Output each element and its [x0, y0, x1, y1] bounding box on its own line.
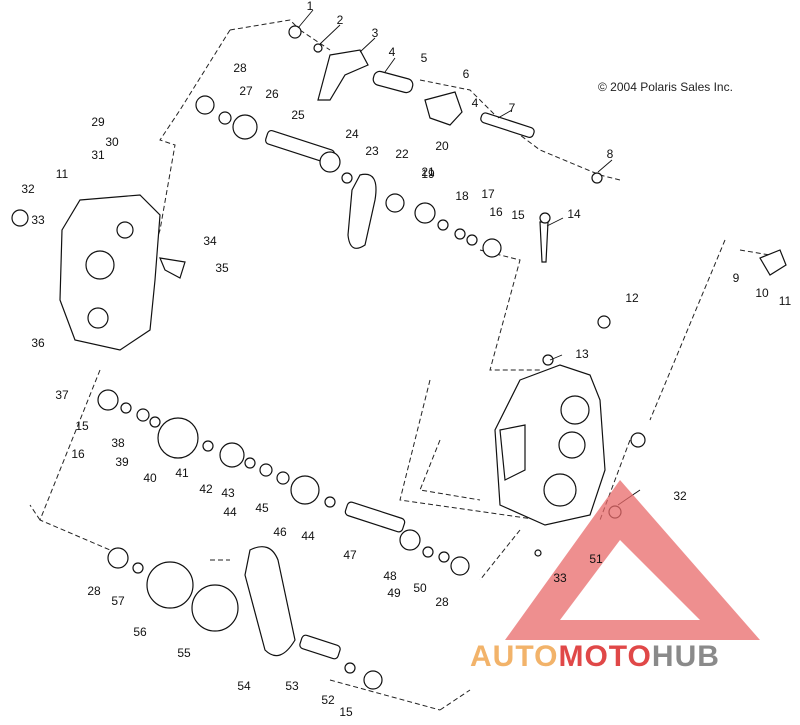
callout-16: 16: [489, 205, 503, 219]
callout-52: 52: [321, 693, 335, 707]
assembly-outline-bottom: [329, 679, 471, 711]
callout-55: 55: [177, 646, 191, 660]
callout-40: 40: [143, 471, 157, 485]
callout-43: 43: [221, 486, 235, 500]
callout-29: 29: [91, 115, 105, 129]
watermark-text-auto: AUTO: [470, 640, 559, 673]
callout-57: 57: [111, 594, 125, 608]
assembly-outline-upper: [149, 19, 621, 371]
callout-7: 7: [509, 101, 516, 115]
callout-45: 45: [255, 501, 269, 515]
callout-5: 5: [421, 51, 428, 65]
watermark-logo: [505, 480, 760, 640]
upper-shaft-assembly: [11, 25, 787, 366]
callout-33: 33: [31, 213, 45, 227]
callout-8: 8: [607, 147, 614, 161]
callout-33: 33: [553, 571, 567, 585]
callout-21: 21: [421, 165, 435, 179]
callout-15: 15: [339, 705, 353, 719]
callout-49: 49: [387, 586, 401, 600]
lower-shaft-assembly: [97, 389, 646, 690]
watermark-text-hub: HUB: [651, 640, 720, 673]
callout-47: 47: [343, 548, 357, 562]
callout-54: 54: [237, 679, 251, 693]
assembly-outline-lower: [29, 239, 771, 581]
callout-18: 18: [455, 189, 469, 203]
callout-41: 41: [175, 466, 189, 480]
callout-28: 28: [435, 595, 449, 609]
callout-4: 4: [472, 96, 479, 110]
callout-11: 11: [779, 294, 792, 308]
callout-26: 26: [265, 87, 279, 101]
callout-20: 20: [435, 139, 449, 153]
callout-13: 13: [575, 347, 589, 361]
copyright-notice: © 2004 Polaris Sales Inc.: [598, 80, 733, 94]
callout-44: 44: [301, 529, 315, 543]
callout-4: 4: [389, 45, 396, 59]
callout-28: 28: [87, 584, 101, 598]
callout-34: 34: [203, 234, 217, 248]
callout-11: 11: [56, 167, 69, 181]
callout-32: 32: [21, 182, 35, 196]
watermark-text: AUTOMOTOHUB: [470, 640, 720, 674]
callout-12: 12: [625, 291, 639, 305]
callout-32: 32: [673, 489, 687, 503]
callout-27: 27: [239, 84, 253, 98]
callout-15: 15: [75, 419, 89, 433]
callout-22: 22: [395, 147, 409, 161]
callout-35: 35: [215, 261, 229, 275]
callout-1: 1: [307, 0, 314, 13]
left-case-housing: [59, 194, 186, 351]
callout-37: 37: [55, 388, 69, 402]
callout-23: 23: [365, 144, 379, 158]
callout-53: 53: [285, 679, 299, 693]
callout-48: 48: [383, 569, 397, 583]
right-case-housing: [494, 364, 606, 526]
callout-31: 31: [91, 148, 105, 162]
callout-30: 30: [105, 135, 119, 149]
watermark-text-moto: MOTO: [558, 640, 652, 673]
callout-14: 14: [567, 207, 581, 221]
callout-42: 42: [199, 482, 213, 496]
callout-24: 24: [345, 127, 359, 141]
callout-19: 19: [421, 167, 435, 181]
callout-28: 28: [233, 61, 247, 75]
callout-39: 39: [115, 455, 129, 469]
callout-25: 25: [291, 108, 305, 122]
callout-3: 3: [372, 26, 379, 40]
callout-2: 2: [337, 13, 344, 27]
callout-15: 15: [511, 208, 525, 222]
callout-56: 56: [133, 625, 147, 639]
callout-9: 9: [733, 271, 740, 285]
callout-16: 16: [71, 447, 85, 461]
callout-46: 46: [273, 525, 287, 539]
callout-51: 51: [589, 552, 603, 566]
callout-50: 50: [413, 581, 427, 595]
callout-36: 36: [31, 336, 45, 350]
callout-6: 6: [463, 67, 470, 81]
callout-17: 17: [481, 187, 495, 201]
callout-38: 38: [111, 436, 125, 450]
callout-10: 10: [755, 286, 769, 300]
callout-44: 44: [223, 505, 237, 519]
